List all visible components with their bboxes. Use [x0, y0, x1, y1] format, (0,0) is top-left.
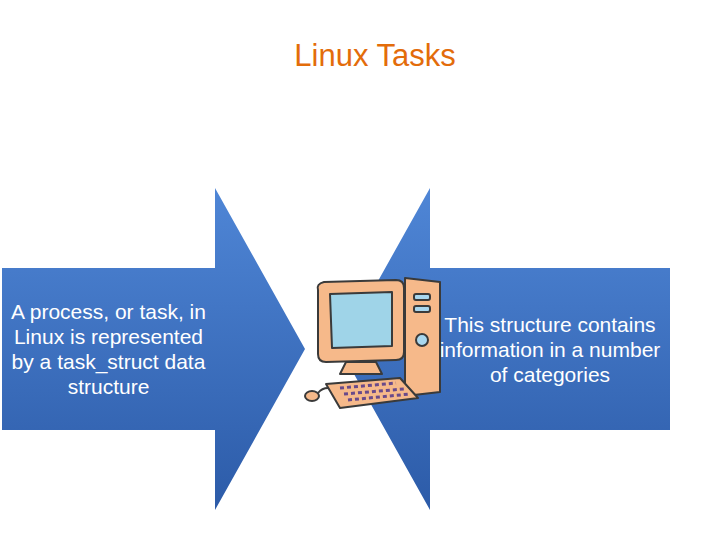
monitor-stand: [340, 362, 382, 374]
arrow-shape: A process, or task, in Linux is represen…: [2, 188, 305, 510]
node-text: This structure contains information in a…: [430, 268, 670, 430]
drive-slot: [414, 306, 430, 312]
monitor-body: [318, 280, 404, 362]
power-button: [416, 334, 428, 346]
keyboard: [326, 378, 418, 408]
arrow-fill: [340, 188, 670, 510]
keyboard-keys: [340, 383, 410, 400]
mouse: [305, 391, 319, 401]
arrow-outline: [2, 188, 305, 510]
diagram-title: Linux Tasks: [0, 38, 720, 74]
monitor-screen: [330, 292, 392, 348]
drive-slot: [414, 294, 430, 300]
node-text: A process, or task, in Linux is represen…: [2, 268, 215, 430]
arrow-fill: [2, 188, 305, 510]
mouse-cable: [318, 388, 328, 393]
computer-tower: [405, 278, 440, 396]
arrow-shape: This structure contains information in a…: [340, 188, 670, 510]
